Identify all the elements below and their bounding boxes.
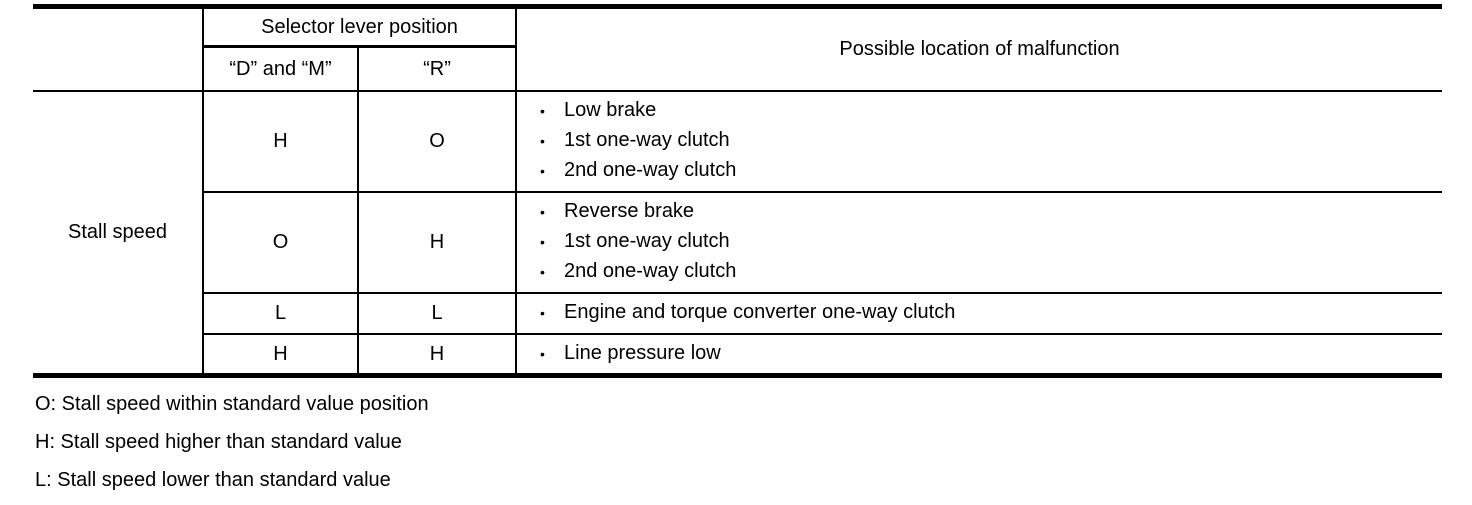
bullet-icon: • [540, 133, 545, 149]
cell-row2-r: H [358, 191, 517, 294]
list-item-text: 2nd one-way clutch [564, 159, 737, 181]
cell-row3-malfunctions: • Engine and torque converter one-way cl… [516, 292, 1442, 335]
cell-row3-r: L [358, 292, 517, 335]
header-possible-location-of-malfunction: Possible location of malfunction [516, 6, 1442, 92]
bullet-icon: • [540, 204, 545, 220]
list-item-text: Engine and torque converter one-way clut… [564, 301, 956, 323]
list-item: • 1st one-way clutch [540, 126, 1436, 156]
legend-note-o: O: Stall speed within standard value pos… [35, 393, 429, 415]
list-item-text: Reverse brake [564, 200, 695, 222]
malfunction-list: • Engine and torque converter one-way cl… [517, 294, 1442, 332]
bullet-icon: • [540, 305, 545, 321]
row-label-stall-speed: Stall speed [33, 90, 204, 375]
cell-row2-dm: O [203, 191, 359, 294]
list-item-text: 1st one-way clutch [564, 129, 730, 151]
bullet-icon: • [540, 234, 545, 250]
cell-row2-malfunctions: • Reverse brake • 1st one-way clutch • 2… [516, 191, 1442, 294]
header-d-and-m: “D” and “M” [203, 46, 359, 92]
cell-row1-malfunctions: • Low brake • 1st one-way clutch • 2nd o… [516, 90, 1442, 193]
list-item-text: 1st one-way clutch [564, 230, 730, 252]
cell-row4-dm: H [203, 333, 359, 375]
bullet-icon: • [540, 163, 545, 179]
list-item: • 2nd one-way clutch [540, 257, 1436, 287]
list-item: • Reverse brake [540, 197, 1436, 227]
list-item: • Low brake [540, 96, 1436, 126]
header-selector-lever-position: Selector lever position [203, 6, 517, 48]
legend-note-l: L: Stall speed lower than standard value [35, 469, 391, 491]
header-r: “R” [358, 46, 517, 92]
cell-row4-r: H [358, 333, 517, 375]
legend-notes: O: Stall speed within standard value pos… [35, 391, 429, 505]
malfunction-list: • Line pressure low [517, 335, 1442, 373]
list-item-text: 2nd one-way clutch [564, 260, 737, 282]
cell-row1-dm: H [203, 90, 359, 193]
bullet-icon: • [540, 264, 545, 280]
legend-note-h: H: Stall speed higher than standard valu… [35, 431, 402, 453]
cell-row3-dm: L [203, 292, 359, 335]
list-item: • 2nd one-way clutch [540, 156, 1436, 186]
bullet-icon: • [540, 345, 545, 362]
list-item-text: Low brake [564, 99, 657, 121]
list-item-text: Line pressure low [564, 341, 721, 364]
stall-speed-diagnosis-table: Selector lever position Possible locatio… [33, 4, 1442, 378]
malfunction-list: • Low brake • 1st one-way clutch • 2nd o… [517, 92, 1442, 190]
list-item: • Line pressure low [540, 339, 1436, 369]
corner-cell [33, 6, 204, 92]
bullet-icon: • [540, 103, 545, 119]
malfunction-list: • Reverse brake • 1st one-way clutch • 2… [517, 193, 1442, 291]
cell-row1-r: O [358, 90, 517, 193]
list-item: • 1st one-way clutch [540, 227, 1436, 257]
cell-row4-malfunctions: • Line pressure low [516, 334, 1442, 376]
list-item: • Engine and torque converter one-way cl… [540, 298, 1436, 328]
